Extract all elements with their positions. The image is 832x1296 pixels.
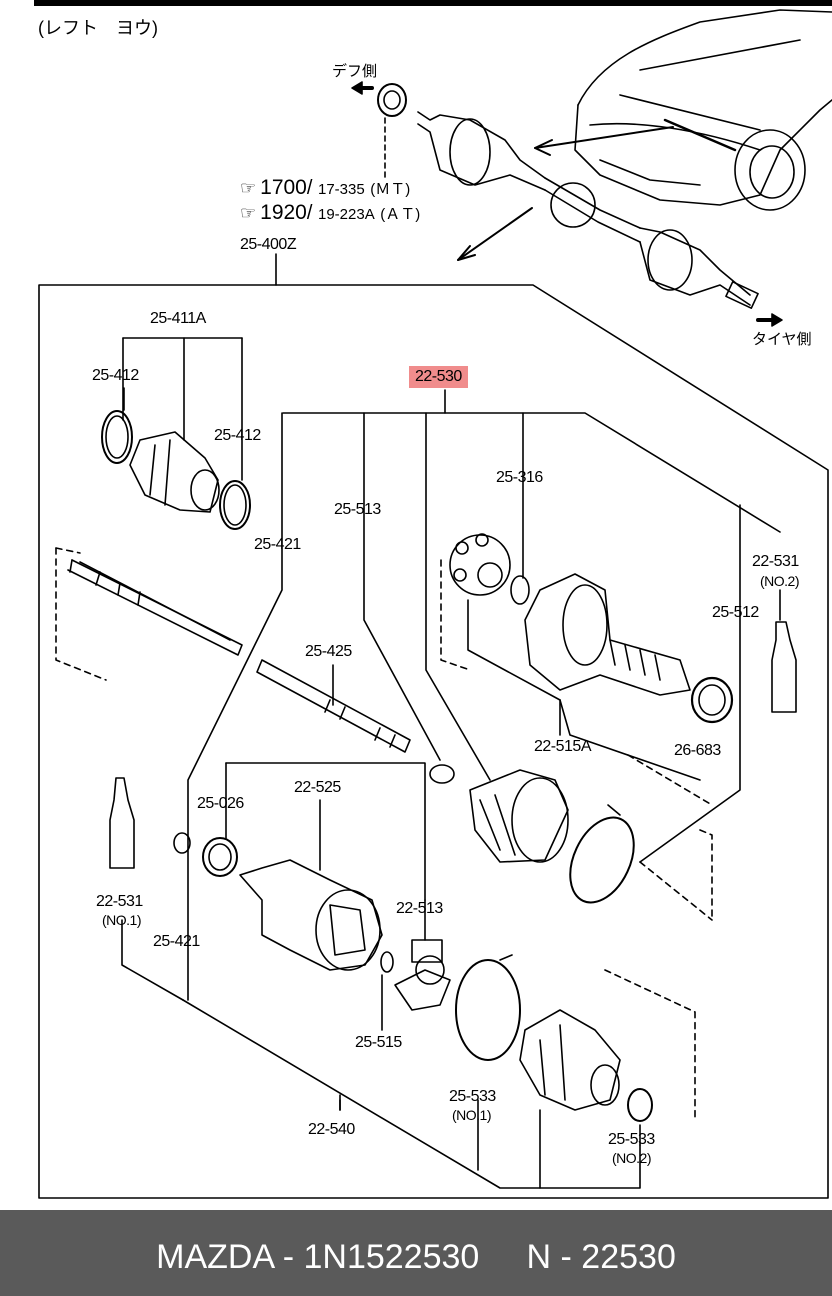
part-label-snap-ring-lower[interactable]: 25-515 — [355, 1034, 402, 1051]
inner-boot-lower — [519, 1009, 621, 1111]
footer-caption: MAZDA - 1N1522530 N - 22530 — [156, 1238, 676, 1276]
part-label-oil-seal[interactable]: 25-026 — [197, 795, 244, 812]
reference-at[interactable]: ☞1920/ 19-223A (ＡＴ) — [240, 201, 421, 224]
outer-joint — [524, 573, 691, 696]
part-label-band-left[interactable]: 25-412 — [92, 367, 139, 384]
assembly-frame — [38, 284, 829, 1199]
outer-boot — [129, 431, 220, 513]
inner-joint — [239, 859, 383, 971]
top-border — [34, 0, 832, 6]
part-label-dust-cover[interactable]: 25-316 — [496, 469, 543, 486]
part-label-shaft[interactable]: 25-425 — [305, 643, 352, 660]
part-label-boot-kit[interactable]: 25-411A — [150, 310, 206, 327]
part-label-clip-upper[interactable]: 25-421 — [254, 536, 301, 553]
part-label-inner-boot-kit[interactable]: 22-540 — [308, 1121, 355, 1138]
reference-mt[interactable]: ☞1700/ 17-335 (ＭＴ) — [240, 176, 411, 199]
exploded-parts-diagram — [38, 9, 832, 1199]
pointing-hand-icon: ☞ — [240, 178, 257, 198]
direction-label: (レフト ヨウ) — [38, 18, 158, 38]
driveshaft-overview — [417, 111, 759, 309]
part-label-grease-lower[interactable]: 22-531 — [96, 893, 143, 910]
part-label-assembly[interactable]: 25-400Z — [240, 236, 297, 253]
part-label-band-right[interactable]: 25-412 — [214, 427, 261, 444]
part-label-tripod[interactable]: 22-513 — [396, 900, 443, 917]
part-label-inner-joint[interactable]: 22-525 — [294, 779, 341, 796]
part-label-band-no2[interactable]: 25-533 — [608, 1131, 655, 1148]
footer-bar — [0, 1210, 832, 1296]
grease-tube-upper — [771, 621, 797, 713]
part-label-band-no2-sub: (NO.2) — [612, 1150, 652, 1166]
part-label-grease-upper[interactable]: 22-531 — [752, 553, 799, 570]
left-shaft — [67, 559, 243, 656]
center-shaft — [256, 659, 411, 753]
tripod — [394, 939, 451, 1011]
diff-side-label: デフ側 — [332, 63, 378, 80]
cv-cage — [449, 533, 511, 596]
part-label-bearing[interactable]: 25-512 — [712, 604, 759, 621]
part-label-snap-ring-upper[interactable]: 25-513 — [334, 501, 381, 518]
part-label-band-no1[interactable]: 25-533 — [449, 1088, 496, 1105]
pointing-hand-icon: ☞ — [240, 203, 257, 223]
inner-boot-upper — [469, 769, 569, 863]
part-label-outer-joint[interactable]: 22-515A — [534, 738, 592, 755]
part-label-grease-upper-no: (NO.2) — [760, 573, 800, 589]
part-label-band-no1-sub: (NO.1) — [452, 1107, 492, 1123]
grease-tube-lower — [109, 777, 135, 869]
tire-side-label: タイヤ側 — [752, 331, 812, 348]
part-label-seal-ring[interactable]: 26-683 — [674, 742, 721, 759]
kit-22-530-frame — [282, 412, 781, 533]
part-label-clip-lower[interactable]: 25-421 — [153, 933, 200, 950]
part-label-highlighted[interactable]: 22-530 — [409, 366, 468, 388]
vehicle-illustration — [574, 9, 832, 211]
part-label-grease-lower-no: (NO.1) — [102, 912, 142, 928]
